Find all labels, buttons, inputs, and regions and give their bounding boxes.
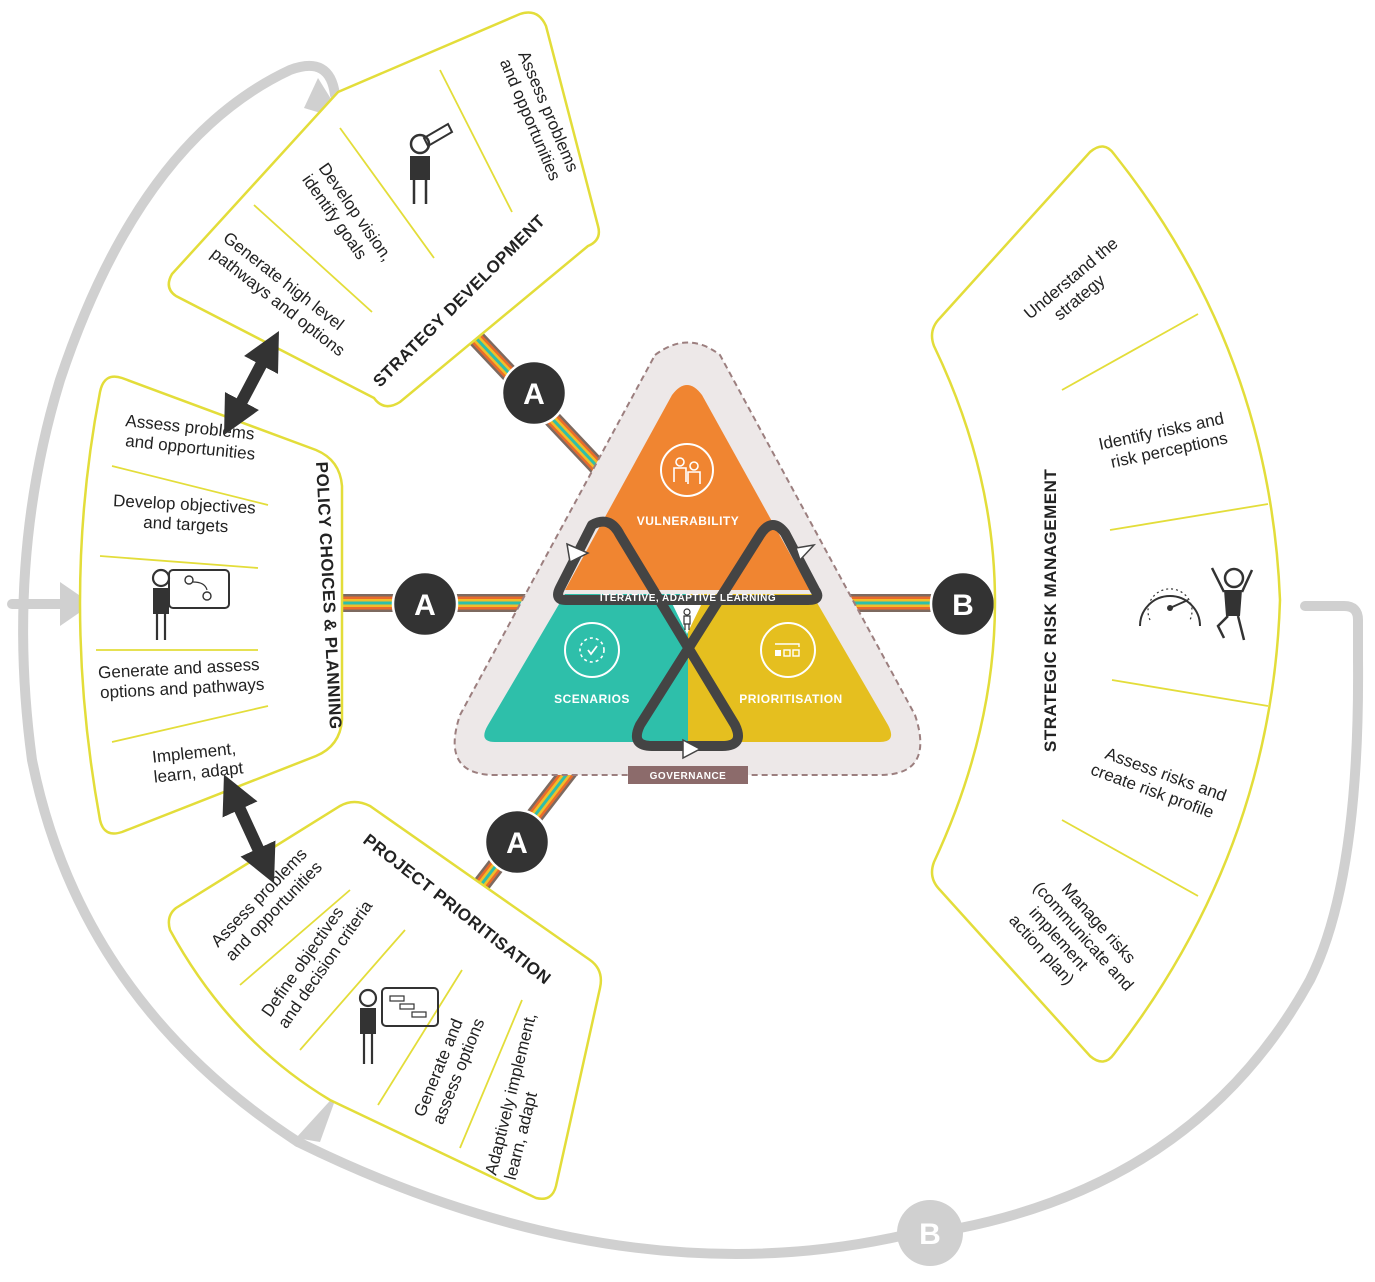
prioritisation-label: PRIORITISATION [739,692,842,706]
svg-text:B: B [919,1218,941,1251]
scenarios-segment [484,594,688,742]
people-icon [660,443,714,497]
strategy-development-panel: STRATEGY DEVELOPMENT Assess problems and… [167,11,601,408]
svg-text:A: A [414,589,436,622]
badge-b-grey [897,1200,963,1266]
double-arrow-upper [224,331,279,435]
badge-a-top: A [500,359,568,427]
badge-b-right: B [929,570,997,638]
scenarios-label: SCENARIOS [554,692,630,706]
project-prioritisation-panel: PROJECT PRIORITISATION Assess problems a… [167,800,603,1200]
prioritisation-segment [688,594,892,742]
presenter-person-icon [151,568,230,640]
strategic-risk-panel: STRATEGIC RISK MANAGEMENT Understand the… [930,145,1282,1063]
arrow-head-bottom [296,1092,338,1142]
governance-tag [628,766,748,784]
double-arrow-lower [222,774,276,884]
mini-person-icon [683,608,691,630]
double-arrows [222,331,279,884]
badge-a-bottom: A [483,808,551,876]
svg-text:A: A [506,827,528,860]
iterative-label: ITERATIVE, ADAPTIVE LEARNING [600,593,776,604]
telescope-person-icon [409,122,454,204]
sequence-icon [760,622,816,678]
gantt-person-icon [358,987,439,1064]
vulnerability-label: VULNERABILITY [637,514,740,528]
svg-text:A: A [523,378,545,411]
gauge-icon [1139,588,1201,627]
policy-choices-panel: POLICY CHOICES & PLANNING Assess problem… [78,375,345,835]
cycle-icon [564,622,620,678]
outer-loop-b: B [7,61,1364,1266]
jumping-person-icon [1210,567,1254,641]
svg-text:B: B [952,589,974,622]
governance-label: GOVERNANCE [650,771,727,782]
badge-a-left: A [391,570,459,638]
iterative-loop [553,516,823,751]
strategic-risk-title: STRATEGIC RISK MANAGEMENT [1041,469,1060,752]
central-triangle: ITERATIVE, ADAPTIVE LEARNING VULNERABILI… [453,341,922,784]
arrow-head-left [60,582,92,626]
